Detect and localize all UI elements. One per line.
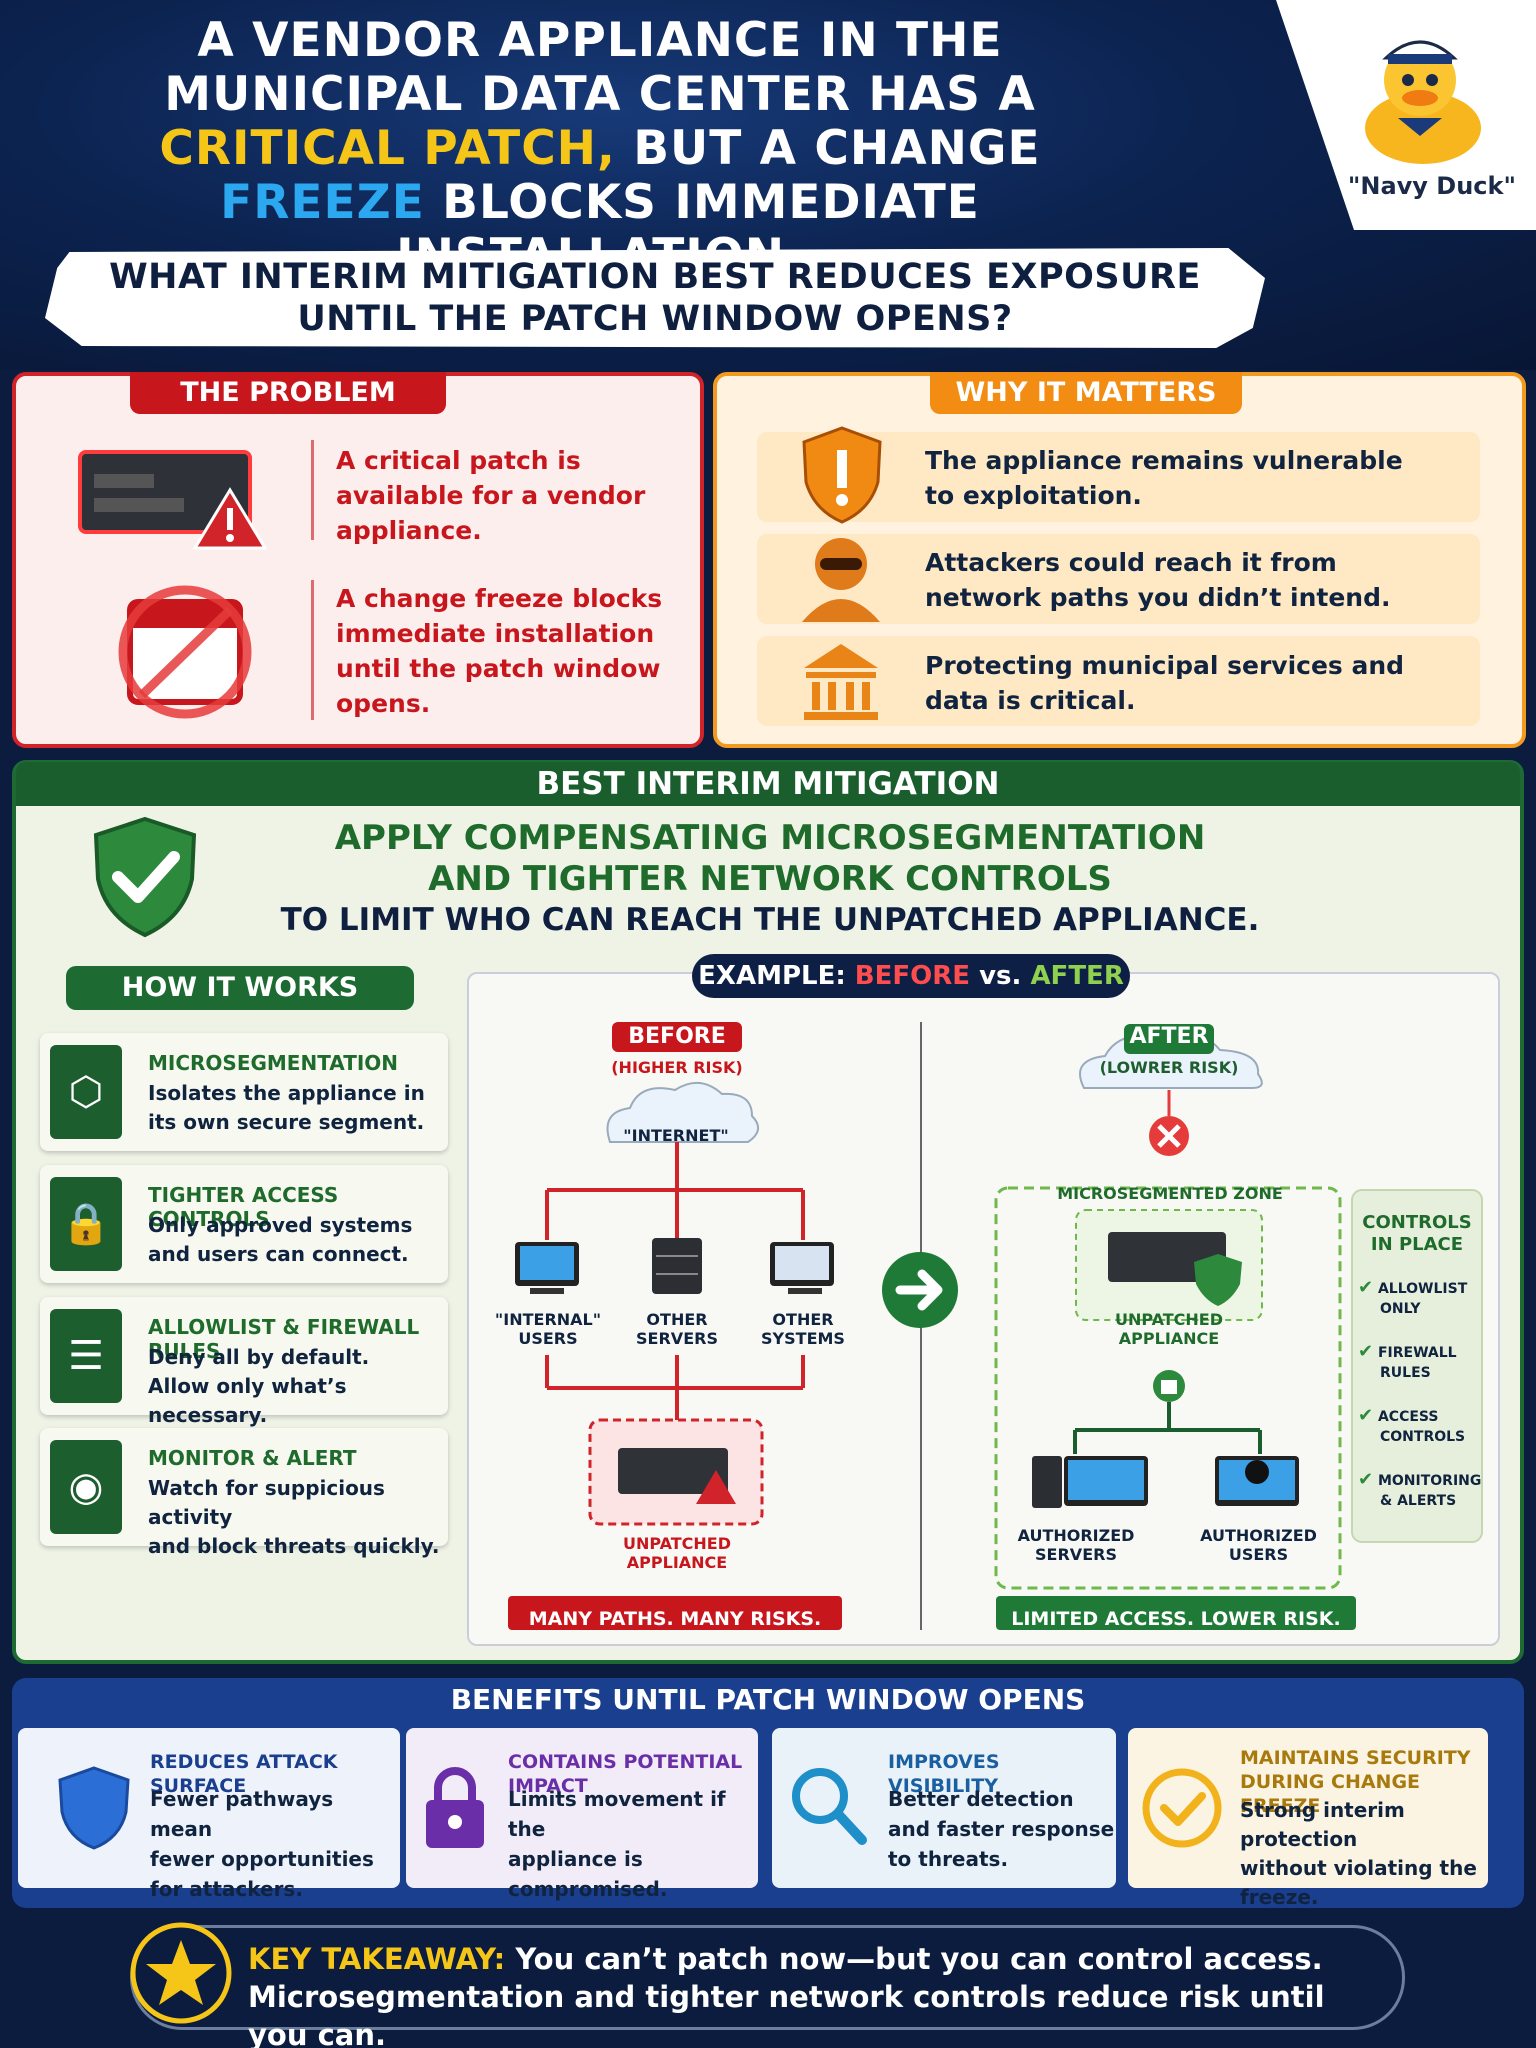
example-label: EXAMPLE: BEFORE vs. AFTER [692, 954, 1130, 998]
page-title: A VENDOR APPLIANCE IN THE MUNICIPAL DATA… [159, 13, 1041, 284]
attacker-icon [802, 538, 880, 622]
network-cube-icon: ⬡ [50, 1045, 122, 1139]
microsegmented-zone-label: MICROSEGMENTED ZONE [1057, 1184, 1283, 1203]
benefit-card-attack-surface: REDUCES ATTACK SURFACE Fewer pathways me… [18, 1728, 400, 1901]
duck-mascot-icon [1365, 40, 1481, 164]
problem-tab: THE PROBLEM [130, 372, 446, 414]
blue-shield-icon [58, 1766, 130, 1850]
internet-cloud-label: "INTERNET" [623, 1126, 729, 1145]
how-it-works-label: HOW IT WORKS [66, 966, 414, 1010]
before-footer: MANY PATHS. MANY RISKS. [528, 1608, 822, 1630]
after-diagram [994, 1024, 1483, 1630]
gold-check-icon [1142, 1768, 1222, 1848]
why-item-3: Protecting municipal services and data i… [925, 651, 1405, 715]
divider [311, 580, 314, 720]
benefits-bar: BENEFITS UNTIL PATCH WINDOW OPENS [450, 1683, 1086, 1716]
government-building-icon [804, 644, 878, 720]
problem-item-2: A change freeze blocks immediate install… [336, 584, 663, 718]
before-diagram [508, 1022, 842, 1630]
mitigation-subheading: TO LIMIT WHO CAN REACH THE UNPATCHED APP… [280, 902, 1260, 938]
after-tag: AFTER [1129, 1024, 1209, 1049]
why-item-1: The appliance remains vulnerable to expl… [925, 446, 1403, 510]
takeaway-text: KEY TAKEAWAY: You can’t patch now—but yo… [248, 1942, 1325, 2048]
purple-lock-icon [426, 1767, 484, 1848]
star-icon [130, 1922, 232, 2024]
checklist-icon: ☰ [50, 1309, 122, 1403]
question-banner: WHAT INTERIM MITIGATION BEST REDUCES EXP… [45, 248, 1265, 348]
problem-item-1: A critical patch is available for a vend… [336, 446, 646, 545]
control-item: ✔ MONITORING& ALERTS [1358, 1469, 1482, 1510]
benefit-card-impact: CONTAINS POTENTIAL IMPACT Limits movemen… [406, 1728, 758, 1901]
internal-users-label: "INTERNAL"USERS [494, 1310, 602, 1348]
before-risk-label: (HIGHER RISK) [611, 1058, 743, 1077]
after-risk-label: (LOWRER RISK) [1099, 1058, 1239, 1077]
magnifier-icon [792, 1768, 867, 1845]
appliance-warning-icon [78, 450, 268, 550]
shield-alert-icon [802, 426, 882, 524]
why-row [757, 534, 1480, 624]
divider [311, 440, 314, 540]
eye-icon: ◉ [50, 1440, 122, 1534]
shield-check-icon [93, 816, 197, 938]
how-card-access-controls: 🔒 TIGHTER ACCESS CONTROLS Only approved … [40, 1165, 448, 1283]
lock-icon: 🔒 [50, 1177, 122, 1271]
why-item-2: Attackers could reach it from network pa… [925, 548, 1391, 612]
why-tab: WHY IT MATTERS [930, 372, 1242, 414]
how-card-microsegmentation: ⬡ MICROSEGMENTATION Isolates the applian… [40, 1033, 448, 1151]
takeaway-panel [130, 1925, 1405, 2030]
arrow-right-icon [882, 1252, 958, 1328]
mascot-label: "Navy Duck" [1347, 172, 1516, 200]
calendar-blocked-icon [118, 585, 252, 719]
how-card-monitor: ◉ MONITOR & ALERT Watch for suppicious a… [40, 1428, 448, 1558]
before-tag: BEFORE [628, 1024, 726, 1049]
why-row [757, 636, 1480, 726]
after-footer: LIMITED ACCESS. LOWER RISK. [1011, 1608, 1341, 1630]
how-card-firewall: ☰ ALLOWLIST & FIREWALL RULES Deny all by… [40, 1297, 448, 1427]
example-panel [467, 972, 1500, 1646]
mitigation-bar: BEST INTERIM MITIGATION [16, 762, 1520, 806]
